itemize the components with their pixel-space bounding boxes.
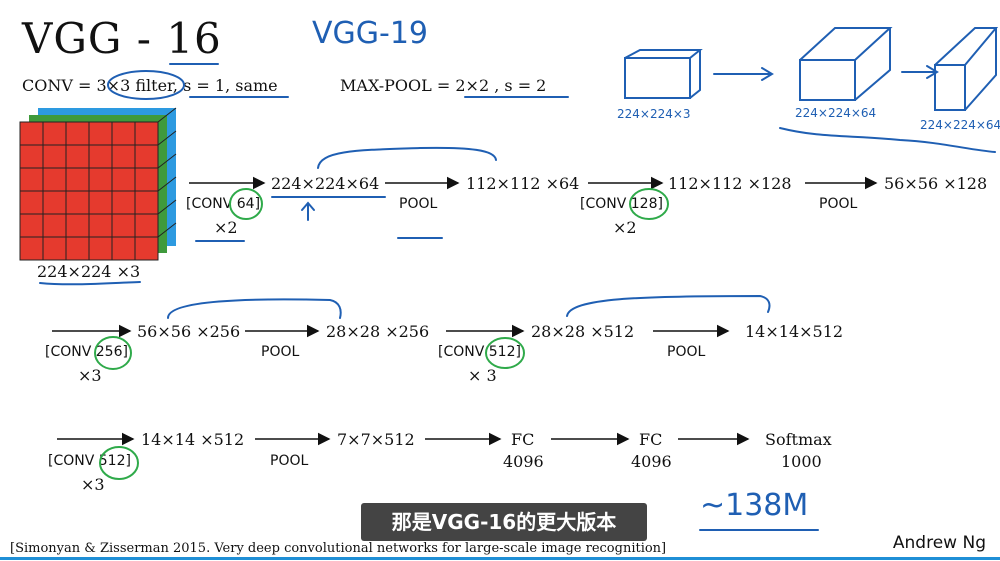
r2-skip-bracket-1	[167, 298, 342, 319]
row1-conv128-label: [CONV 128]	[580, 196, 663, 212]
row1-dim-112x112x64: 112×112 ×64	[466, 174, 580, 193]
row2-dim-56x56x256: 56×56 ×256	[137, 322, 241, 341]
subtitle-text: 那是VGG-16的更大版本	[391, 510, 617, 534]
row1-dim-224x224x64: 224×224×64	[271, 174, 380, 193]
input-grid-lines	[19, 107, 177, 261]
row3-fc1-units: 4096	[503, 452, 544, 471]
r2-skip-bracket-2	[566, 294, 771, 317]
input-dimension-label: 224×224 ×3	[37, 262, 141, 281]
row1-pool-label-2: POOL	[819, 196, 858, 212]
row3-dim-14x14x512: 14×14 ×512	[141, 430, 245, 449]
sketch-arrow-1	[713, 67, 774, 81]
row3-conv512-multiplier: ×3	[81, 475, 105, 494]
r1-up-arrow	[301, 201, 315, 221]
row1-dim-56x56x128: 56×56 ×128	[884, 174, 988, 193]
maxpool-definition: MAX-POOL = 2×2 , s = 2	[340, 76, 547, 95]
row3-dim-7x7x512: 7×7×512	[337, 430, 415, 449]
sketch-box-3	[934, 27, 999, 111]
row3-softmax-units: 1000	[781, 452, 822, 471]
row1-pool-label-1: POOL	[399, 196, 438, 212]
sketch-box-2	[799, 27, 893, 101]
row3-fc2-units: 4096	[631, 452, 672, 471]
row3-fc1-label: FC	[511, 430, 535, 449]
row3-conv512-label: [CONV 512]	[48, 453, 131, 469]
circle-conv512-r2	[485, 337, 525, 369]
sketch-label-3: 224×224×64	[920, 118, 1000, 132]
row2-conv512-multiplier: × 3	[468, 366, 497, 385]
row2-dim-14x14x512: 14×14×512	[745, 322, 844, 341]
author-credit: Andrew Ng	[892, 533, 986, 553]
sketch-arrow-2	[901, 65, 939, 79]
sketch-box-1	[624, 49, 703, 99]
row3-fc2-label: FC	[639, 430, 663, 449]
row1-dim-112x112x128: 112×112 ×128	[668, 174, 792, 193]
handwritten-param-count: ~138M	[700, 488, 809, 523]
row2-pool-label-1: POOL	[261, 344, 300, 360]
row2-conv256-multiplier: ×3	[78, 366, 102, 385]
row3-pool-label: POOL	[270, 453, 309, 469]
circle-conv64	[229, 188, 263, 220]
handwritten-vgg19-note: VGG-19	[312, 16, 429, 51]
input-underline	[39, 281, 141, 286]
row3-softmax-label: Softmax	[765, 430, 832, 449]
row2-dim-28x28x256: 28×28 ×256	[326, 322, 430, 341]
circle-conv128	[629, 188, 669, 220]
row2-dim-28x28x512: 28×28 ×512	[531, 322, 635, 341]
row1-conv128-multiplier: ×2	[613, 218, 637, 237]
page-title: VGG - 16	[22, 14, 222, 63]
subtitle-overlay	[361, 503, 647, 541]
circle-conv256	[94, 336, 132, 370]
citation: [Simonyan & Zisserman 2015. Very deep co…	[10, 541, 667, 556]
filter-size-circle	[107, 70, 185, 100]
r1-skip-bracket	[317, 146, 497, 169]
sketch-brace	[779, 127, 996, 153]
row2-pool-label-2: POOL	[667, 344, 706, 360]
row1-conv64-label: [CONV 64]	[186, 196, 261, 212]
row1-conv64-multiplier: ×2	[214, 218, 238, 237]
row2-conv512-label: [CONV 512]	[438, 344, 521, 360]
circle-conv512-r3	[99, 446, 139, 480]
video-progress-bar[interactable]	[0, 557, 1000, 560]
row2-conv256-label: [CONV 256]	[45, 344, 128, 360]
sketch-label-2: 224×224×64	[795, 106, 877, 120]
conv-definition: CONV = 3×3 filter, s = 1, same	[22, 76, 278, 95]
sketch-label-1: 224×224×3	[617, 107, 691, 121]
